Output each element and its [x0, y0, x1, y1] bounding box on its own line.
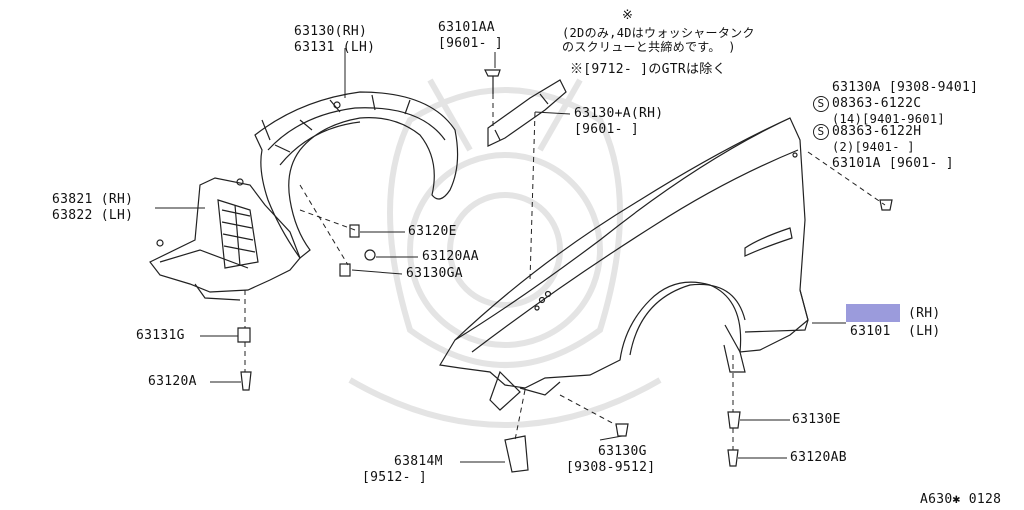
- fastener-63130g: [615, 423, 629, 437]
- label-08363-6122c-qty: (14)[9401-9601]: [832, 112, 945, 126]
- label-63120a: 63120A: [148, 374, 197, 389]
- fastener-63120a: [240, 371, 252, 391]
- fastener-63130e: [727, 411, 741, 429]
- leader-lines: [155, 48, 846, 463]
- label-63130a-rh: 63130+A(RH): [574, 106, 664, 121]
- label-08363-6122h: 08363-6122H: [832, 124, 922, 139]
- note-line-2: のスクリューと共締めです。 ): [562, 40, 736, 54]
- fastener-63120e: [349, 224, 360, 238]
- fastener-63131g: [237, 327, 251, 343]
- label-63814m: 63814M: [394, 454, 443, 469]
- label-63822-lh: 63822 (LH): [52, 208, 134, 223]
- label-63814m-date: [9512- ]: [362, 470, 428, 485]
- label-63120e: 63120E: [408, 224, 457, 239]
- footer-code: A630✱ 0128: [920, 492, 1002, 507]
- splash-shield: [149, 177, 301, 301]
- fastener-63101aa: [484, 69, 501, 94]
- label-63130-rh: 63130(RH): [294, 24, 368, 39]
- label-63131-lh: 63131 (LH): [294, 40, 376, 55]
- fastener-63130ga: [339, 263, 351, 277]
- label-63130g: 63130G: [598, 444, 647, 459]
- label-63101-rh: (RH): [908, 306, 941, 321]
- label-63101aa: 63101AA: [438, 20, 495, 35]
- note-mark: ※: [622, 8, 634, 23]
- s-symbol-2: S: [813, 124, 829, 140]
- fender-bracket: [487, 79, 567, 147]
- label-63130a: 63130A [9308-9401]: [832, 80, 979, 95]
- inner-fender-liner: [254, 91, 459, 259]
- watermark-emblem: [348, 78, 662, 428]
- highlight-marker: [846, 304, 900, 322]
- label-63101-lh: (LH): [908, 324, 941, 339]
- label-63130a-rh-date: [9601- ]: [574, 122, 640, 137]
- label-63130ga: 63130GA: [406, 266, 463, 281]
- label-63131g: 63131G: [136, 328, 185, 343]
- label-63101: 63101: [850, 324, 891, 339]
- mudguard-63814m: [504, 435, 529, 473]
- front-fender-panel: [439, 117, 809, 411]
- label-63101a: 63101A [9601- ]: [832, 156, 954, 171]
- label-63130g-date: [9308-9512]: [566, 460, 656, 475]
- dashed-guides: [244, 94, 886, 450]
- note-line-1: (2Dのみ,4Dはウォッシャータンク: [562, 26, 755, 40]
- label-63120ab: 63120AB: [790, 450, 847, 465]
- fastener-63101a: [879, 199, 893, 211]
- label-63120aa: 63120AA: [422, 249, 479, 264]
- fastener-63120aa: [364, 249, 376, 261]
- fastener-63120ab: [727, 449, 739, 467]
- label-08363-6122h-qty: (2)[9401- ]: [832, 140, 915, 154]
- label-63101aa-date: [9601- ]: [438, 36, 504, 51]
- label-08363-6122c: 08363-6122C: [832, 96, 922, 111]
- label-63821-rh: 63821 (RH): [52, 192, 134, 207]
- label-63130e: 63130E: [792, 412, 841, 427]
- note-line-3: ※[9712- ]のGTRは除く: [570, 62, 726, 77]
- s-symbol-1: S: [813, 96, 829, 112]
